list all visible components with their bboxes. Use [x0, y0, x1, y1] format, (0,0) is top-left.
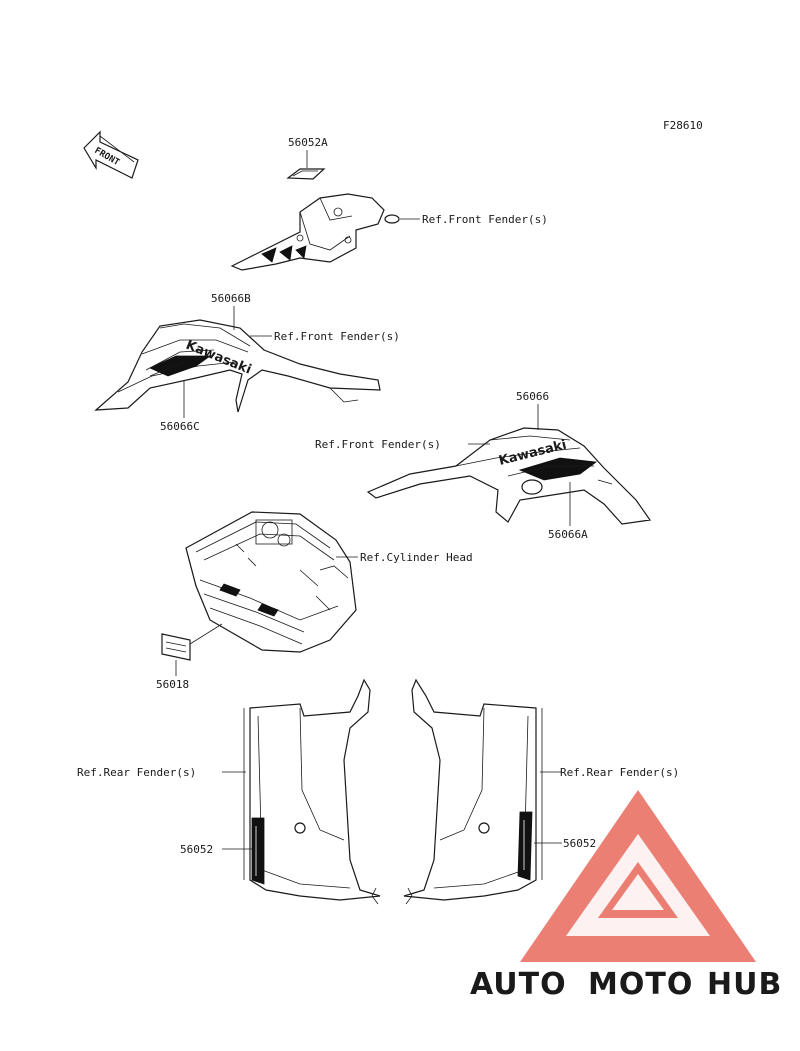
callout-ref-front-fender-3: Ref.Front Fender(s) [315, 438, 441, 451]
callout-ref-rear-fender-right: Ref.Rear Fender(s) [560, 766, 679, 779]
watermark-auto: AUTO [470, 967, 567, 1002]
callout-56018: 56018 [156, 678, 189, 691]
callout-56066C: 56066C [160, 420, 200, 433]
front-fender-top [230, 193, 400, 271]
decal-56052A [286, 168, 326, 180]
watermark-moto: MOTO [588, 967, 693, 1002]
callout-56052-right: 56052 [563, 837, 596, 850]
watermark-triangle-icon [520, 790, 756, 962]
watermark-hub: HUB [707, 967, 782, 1002]
callout-ref-front-fender-2: Ref.Front Fender(s) [274, 330, 400, 343]
rear-fender-right [403, 678, 543, 905]
label-56018 [161, 623, 223, 661]
callout-56052-left: 56052 [180, 843, 213, 856]
callout-56066: 56066 [516, 390, 549, 403]
callout-56066B: 56066B [211, 292, 251, 305]
callout-ref-front-fender-1: Ref.Front Fender(s) [422, 213, 548, 226]
cylinder-head [185, 511, 357, 653]
diagram-code: F28610 [663, 119, 703, 132]
callout-56052A: 56052A [288, 136, 328, 149]
front-arrow-icon: FRONT [83, 130, 139, 179]
callout-56066A: 56066A [548, 528, 588, 541]
callout-ref-rear-fender-left: Ref.Rear Fender(s) [77, 766, 196, 779]
rear-fender-left [243, 678, 381, 905]
callout-ref-cylinder-head: Ref.Cylinder Head [360, 551, 473, 564]
